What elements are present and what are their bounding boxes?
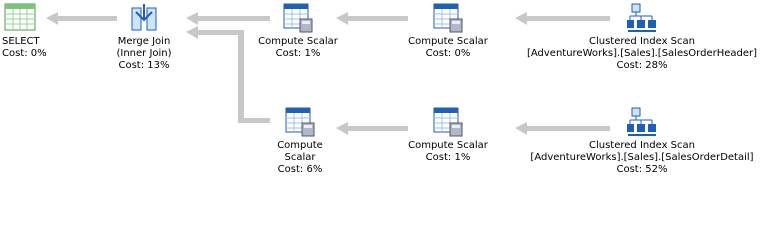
merge-join-cost: Cost: 13% [118, 60, 170, 71]
compute-scalar-bottom-2-node[interactable]: Compute Scalar Cost: 1% [400, 106, 496, 164]
scan-detail-cost: Cost: 52% [616, 164, 668, 175]
compute-scalar-bottom-2-cost: Cost: 1% [425, 152, 471, 163]
select-node[interactable]: SELECT Cost: 0% [2, 2, 48, 60]
arrow-compute2-to-compute1 [336, 12, 408, 25]
merge-join-icon [131, 4, 157, 31]
scan-detail-object: [AdventureWorks].[Sales].[SalesOrderDeta… [530, 152, 754, 163]
compute-scalar-top-1-cost: Cost: 1% [275, 48, 321, 59]
arrow-compute-bottom-to-merge [186, 26, 270, 123]
select-icon [4, 3, 36, 31]
select-cost: Cost: 0% [2, 48, 47, 59]
clustered-index-scan-icon [627, 107, 656, 136]
clustered-index-scan-detail-node[interactable]: Clustered Index Scan [AdventureWorks].[S… [520, 106, 764, 176]
compute-scalar-bottom-2-label: Compute Scalar [408, 140, 488, 151]
compute-scalar-bottom-1-node[interactable]: Compute Scalar Cost: 6% [260, 106, 340, 176]
scan-header-label: Clustered Index Scan [589, 36, 695, 47]
compute-scalar-icon [283, 3, 313, 33]
merge-join-detail: (Inner Join) [116, 48, 172, 59]
compute-scalar-top-1-label: Compute Scalar [258, 36, 338, 47]
plan-arrows [46, 12, 610, 135]
merge-join-node[interactable]: Merge Join (Inner Join) Cost: 13% [104, 2, 184, 72]
arrow-scan-detail-to-b2 [515, 122, 610, 135]
merge-join-label: Merge Join [117, 36, 171, 47]
select-label: SELECT [2, 36, 40, 47]
arrow-merge-to-select [46, 12, 117, 25]
compute-scalar-bottom-1-cost: Cost: 6% [277, 164, 323, 175]
scan-detail-label: Clustered Index Scan [589, 140, 695, 151]
compute-scalar-icon [433, 3, 463, 33]
compute-scalar-icon [285, 107, 315, 137]
compute-scalar-bottom-1-label-line1: Compute [277, 140, 323, 151]
compute-scalar-icon [433, 107, 463, 137]
compute-scalar-top-2-cost: Cost: 0% [425, 48, 471, 59]
clustered-index-scan-icon [627, 3, 656, 32]
compute-scalar-top-1-node[interactable]: Compute Scalar Cost: 1% [250, 2, 346, 60]
compute-scalar-bottom-1-label-line2: Scalar [284, 152, 316, 163]
compute-scalar-top-2-node[interactable]: Compute Scalar Cost: 0% [400, 2, 496, 60]
scan-header-cost: Cost: 28% [616, 60, 668, 71]
arrow-compute-b2-to-b1 [336, 122, 408, 135]
compute-scalar-top-2-label: Compute Scalar [408, 36, 488, 47]
clustered-index-scan-header-node[interactable]: Clustered Index Scan [AdventureWorks].[S… [520, 2, 764, 72]
arrow-scan-header-to-compute2 [515, 12, 610, 25]
scan-header-object: [AdventureWorks].[Sales].[SalesOrderHead… [526, 48, 758, 59]
arrow-compute1-to-merge [186, 12, 270, 25]
